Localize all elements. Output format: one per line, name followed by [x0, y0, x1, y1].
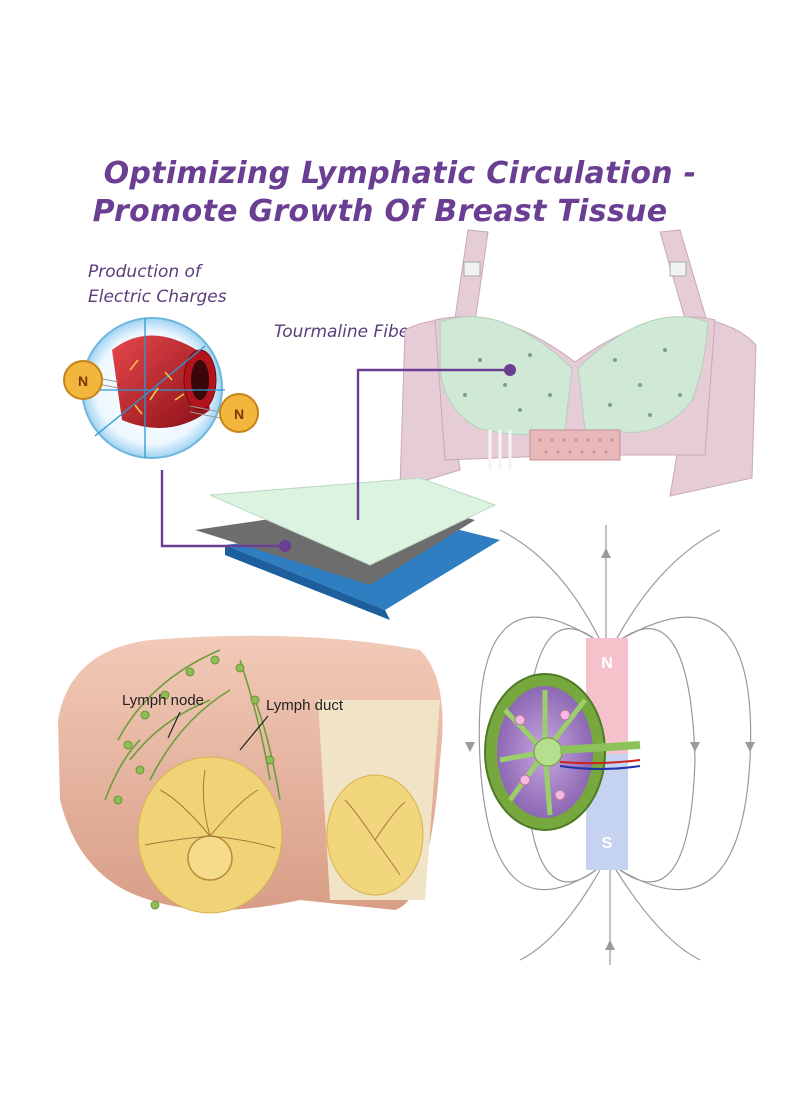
tourmaline-fiber-label: Tourmaline Fiber	[274, 322, 417, 342]
headline-line-2: Promote Growth Of Breast Tissue	[92, 194, 668, 229]
magnet-south-label: S	[602, 835, 613, 852]
lymph-node-cross-section	[484, 673, 641, 831]
electric-charges-label-line-2: Electric Charges	[88, 287, 227, 307]
connector-dot-fabric	[279, 540, 291, 552]
particle-magnet-left-label: N	[78, 373, 88, 389]
bra-product-image	[399, 229, 757, 497]
connector-lines	[160, 368, 510, 548]
magnet-north-label: N	[601, 655, 613, 672]
lymph-duct-label: Lymph duct	[266, 697, 343, 714]
particle-magnet-left: N	[63, 360, 103, 400]
lymph-node-label: Lymph node	[122, 692, 205, 709]
fabric-layers-image	[195, 477, 500, 620]
headline-line-1: Optimizing Lymphatic Circulation -	[103, 156, 697, 191]
electric-charge-illustration: N N	[63, 317, 259, 459]
breast-anatomy-illustration	[58, 635, 443, 914]
particle-magnet-right: N	[219, 393, 259, 433]
electric-charges-label: Production of Electric Charges	[88, 260, 288, 310]
electric-charges-label-line-1: Production of	[88, 262, 201, 282]
connector-dot-bra	[504, 364, 516, 376]
field-arrows	[465, 548, 755, 950]
particle-magnet-right-label: N	[234, 406, 244, 422]
